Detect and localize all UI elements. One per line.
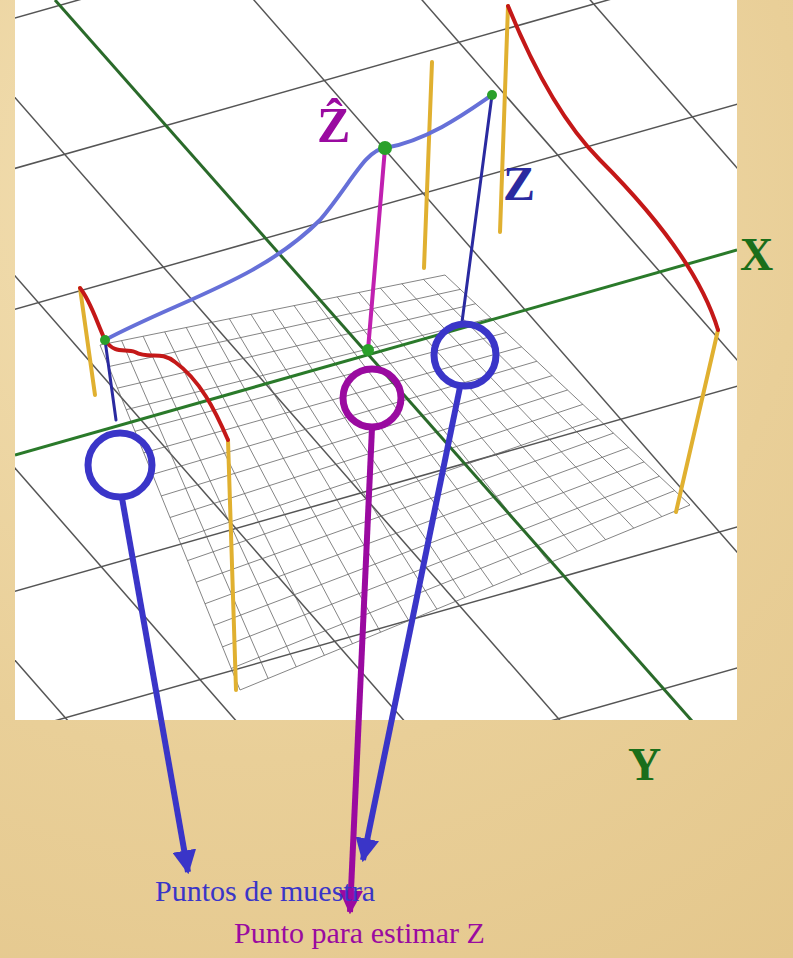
fine-grid-line <box>380 288 605 540</box>
grid-line <box>15 0 737 720</box>
fine-grid-line <box>188 419 599 561</box>
fine-grid-line <box>316 301 522 574</box>
fine-grid-line <box>205 448 629 604</box>
grid-line <box>15 279 737 720</box>
grid-line <box>15 0 737 720</box>
legend-note: Puntos de muestra <box>155 876 375 906</box>
fine-grid-line <box>231 491 674 669</box>
estimate-symbol: Ẑ <box>317 100 350 150</box>
axis-label: Y <box>628 742 661 788</box>
sample-markers <box>88 324 496 497</box>
white-panel <box>15 0 737 720</box>
fine-grid <box>100 275 690 690</box>
axis-label: X <box>740 232 773 278</box>
fine-grid-line <box>445 275 690 505</box>
fine-grid-line <box>223 476 660 647</box>
grid-line <box>15 0 737 647</box>
curves <box>80 6 718 690</box>
coarse-grid <box>15 0 737 720</box>
grid-line <box>15 0 737 720</box>
grid-line <box>15 53 737 720</box>
grid-line <box>15 0 737 720</box>
legend-note: Punto para estimar Z <box>234 918 485 948</box>
grid-line <box>15 0 737 720</box>
grid-line <box>15 0 737 720</box>
grid-line <box>15 0 737 720</box>
leader-arrows <box>122 387 460 912</box>
value-symbol: Z <box>503 160 535 208</box>
axes <box>15 0 737 720</box>
fine-grid-line <box>240 505 690 690</box>
grid-line <box>15 0 737 534</box>
